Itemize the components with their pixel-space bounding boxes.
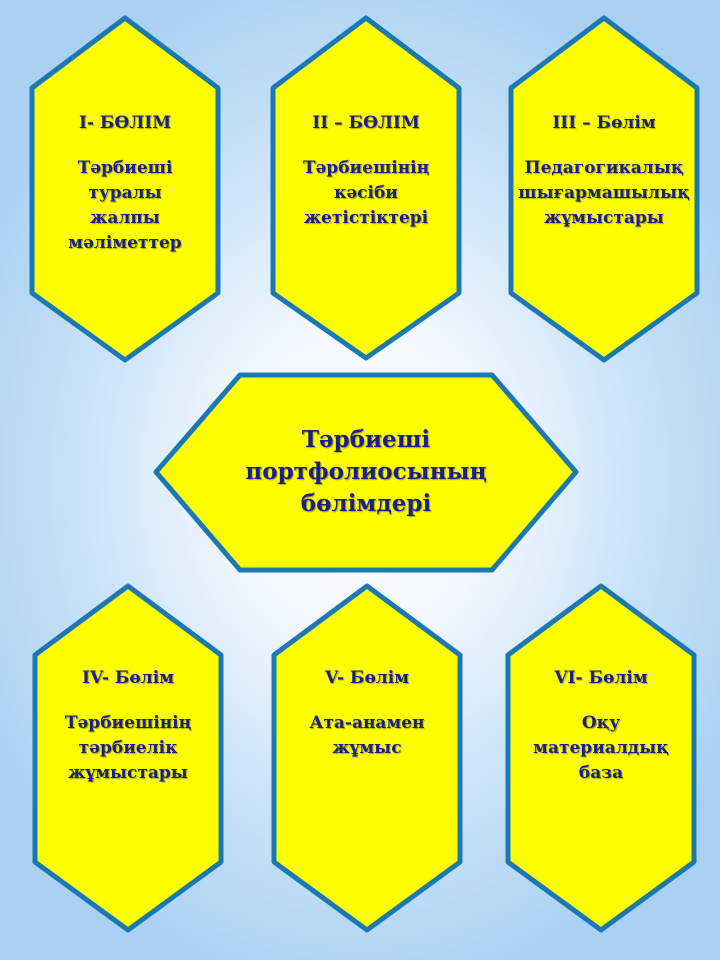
section-5-label: V- Бөлім Ата-анамен жұмыс [278, 667, 456, 761]
hexagon-center [153, 372, 579, 573]
section-6-text: Оқу материалдық база [533, 713, 669, 783]
section-5-text: Ата-анамен жұмыс [309, 713, 425, 758]
hexagon-section-5 [271, 583, 463, 933]
section-3-text: Педагогикалық шығармашылық жұмыстары [518, 158, 690, 228]
hexagon-section-4 [32, 583, 224, 933]
section-6-header: VI- Бөлім [554, 668, 648, 688]
section-1-label: I- БӨЛІМ Тәрбиеші туралы жалпы мәліметте… [36, 112, 214, 256]
section-1-header: I- БӨЛІМ [78, 113, 172, 133]
hexagon-section-1 [29, 15, 221, 363]
section-4-label: IV- Бөлім Тәрбиешінің тәрбиелік жұмыстар… [39, 667, 217, 786]
section-4-text: Тәрбиешінің тәрбиелік жұмыстары [64, 713, 192, 783]
section-2-header: II – БӨЛІМ [312, 113, 420, 133]
section-2-label: II – БӨЛІМ Тәрбиешінің кәсіби жетістікте… [277, 112, 455, 231]
section-3-label: III – Бөлім Педагогикалық шығармашылық ж… [511, 112, 697, 231]
hexagon-section-6 [505, 583, 697, 933]
hexagon-section-2 [270, 15, 462, 361]
section-6-label: VI- Бөлім Оқу материалдық база [512, 667, 690, 786]
hexagon-section-3 [508, 15, 700, 363]
section-3-header: III – Бөлім [552, 113, 656, 133]
center-label: Тәрбиеші портфолиосының бөлімдері [190, 424, 542, 520]
section-1-text: Тәрбиеші туралы жалпы мәліметтер [68, 158, 182, 253]
section-5-header: V- Бөлім [324, 668, 409, 688]
section-2-text: Тәрбиешінің кәсіби жетістіктері [302, 158, 430, 228]
center-title: Тәрбиеші портфолиосының бөлімдері [245, 426, 487, 517]
section-4-header: IV- Бөлім [82, 668, 174, 688]
